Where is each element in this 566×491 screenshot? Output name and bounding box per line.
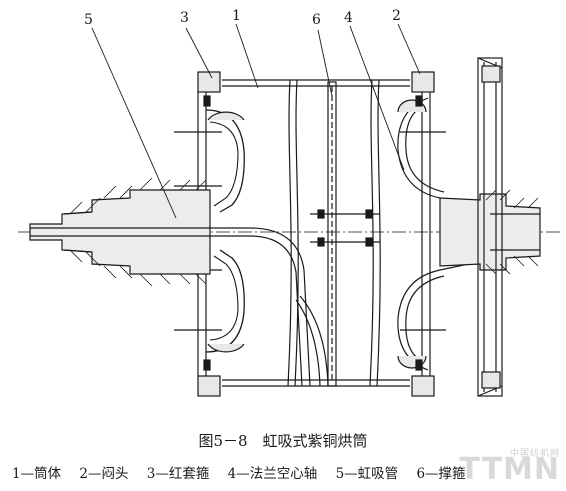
figure-caption: 图5－8 虹吸式紫铜烘筒 [198, 432, 368, 450]
right-flange-shaft [439, 189, 541, 275]
cylinder-shell [222, 79, 410, 387]
part-number-labels: 5 3 1 6 4 2 [84, 8, 401, 28]
legend-item-5: 5—虹吸管 [335, 466, 399, 482]
label-1: 1 [232, 8, 241, 24]
legend-item-6: 6—撑箍 [416, 466, 466, 482]
leader-lines [91, 23, 421, 219]
site-watermark: 中国纺机网 TTMN [459, 449, 560, 487]
left-end-cap [174, 71, 245, 397]
watermark-text: TTMN [459, 452, 560, 487]
legend-item-2: 2—闷头 [79, 466, 129, 482]
left-hollow-shaft [29, 177, 329, 387]
label-3: 3 [180, 10, 189, 26]
parts-legend: 1—筒体 2—闷头 3—红套箍 4—法兰空心轴 5—虹吸管 6—撑箍 [12, 462, 480, 482]
label-6: 6 [312, 12, 321, 28]
label-4: 4 [344, 10, 353, 26]
legend-item-4: 4—法兰空心轴 [227, 466, 318, 482]
watermark-subtext: 中国纺机网 [509, 449, 560, 459]
label-2: 2 [392, 8, 401, 24]
drive-gear [477, 57, 503, 397]
siphon-dryer-drawing: 5 3 1 6 4 2 [18, 8, 560, 397]
right-end-cap [397, 71, 479, 397]
legend-item-3: 3—红套箍 [146, 466, 210, 482]
stay-hoop [310, 81, 380, 387]
legend-item-1: 1—筒体 [12, 466, 62, 482]
label-5: 5 [84, 12, 93, 28]
